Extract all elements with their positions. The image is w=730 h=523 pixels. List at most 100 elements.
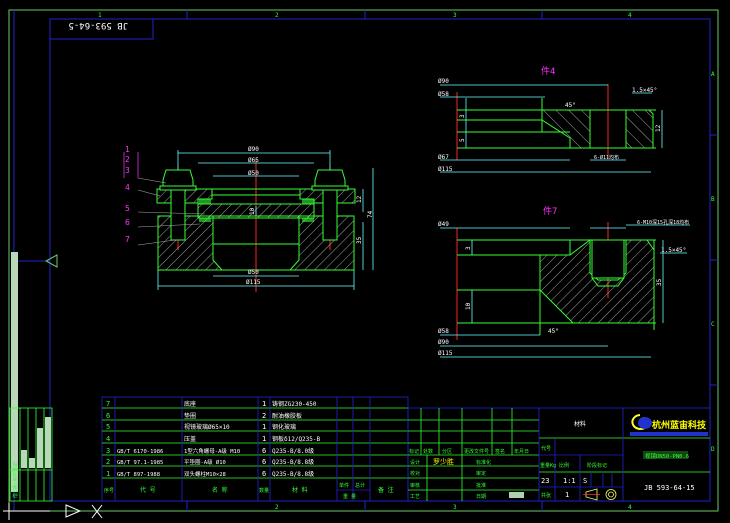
part7-title: 件7 [543,205,557,217]
part7-view [440,222,690,358]
part7-chamfer: 1.5×45° [661,247,686,254]
code-upside-down: JB 593-64-5 [68,20,128,30]
part4-dim-12: 12 [655,124,662,132]
part4-holes: 6-Ø11均布 [594,154,619,161]
balloon-2[interactable]: 2 [125,155,130,164]
svg-text:3: 3 [106,447,110,455]
svg-text:序号: 序号 [104,487,114,494]
stage-label: 阶段标记 [587,462,607,469]
sheet-label: 共张 [541,492,551,499]
scale-label: 比例 [559,462,569,469]
scale-value: 1:1 [563,477,576,485]
svg-text:审定: 审定 [476,470,486,477]
balloon-4[interactable]: 4 [125,183,130,192]
bom-row: 6 垫圈 2 耐油橡胶板 [106,412,302,420]
number-label: 代号 [541,445,551,452]
dim-top-65: Ø65 [248,157,259,164]
balloon-7[interactable]: 7 [125,235,130,244]
svg-text:标准化: 标准化 [476,459,491,466]
svg-text:2: 2 [106,458,110,466]
dim-right-12: 12 [356,195,363,203]
svg-text:审核: 审核 [410,482,420,489]
part7-dim-d90: Ø90 [438,339,449,346]
part7-dim-d49: Ø49 [438,221,449,228]
svg-text:备 注: 备 注 [378,486,394,494]
balloon-3[interactable]: 3 [125,166,130,175]
svg-text:钢化玻璃: 钢化玻璃 [272,423,296,431]
bom-row: 5 视镜玻璃Ø65×10 1 钢化玻璃 [106,423,296,431]
svg-text:6: 6 [262,447,266,455]
svg-text:Q235-B/8.8级: Q235-B/8.8级 [272,458,314,466]
date-stamp [509,492,524,498]
svg-text:压盖: 压盖 [184,435,196,443]
left-strip-text: 借(通)用件登记 [12,462,19,498]
svg-text:1: 1 [262,435,266,443]
svg-text:1: 1 [262,400,266,408]
part7-angle: 45° [548,328,559,335]
dim-right-35: 35 [356,236,363,244]
svg-text:6: 6 [262,470,266,478]
dim-bottom-115: Ø115 [246,279,261,286]
projection-symbol-icon [583,488,617,501]
company-name: 杭州蓝宙科技 [652,419,707,431]
part7-dim-d58: Ø58 [438,328,449,335]
balloon-1[interactable]: 1 [125,145,130,154]
stage-s: S [583,477,587,485]
svg-text:GB/T 97.1-1985: GB/T 97.1-1985 [117,460,163,466]
part7-dim-10: 10 [465,302,472,310]
material-cell: 材料 [574,420,586,428]
svg-text:日期: 日期 [476,494,486,500]
dim-bottom-50: Ø50 [248,269,259,276]
part4-dim-d90: Ø90 [438,78,449,85]
svg-text:1型六角螺母-A级 M10: 1型六角螺母-A级 M10 [184,447,240,455]
dim-center-10: 10 [249,207,256,215]
zone-col-4-bottom: 4 [628,504,632,511]
svg-text:年月日: 年月日 [514,448,529,455]
svg-text:Q235-B/8.8级: Q235-B/8.8级 [272,470,314,478]
svg-text:耐油橡胶板: 耐油橡胶板 [272,412,302,420]
part7-dim-3: 3 [465,246,472,250]
svg-text:总计: 总计 [355,482,365,489]
part4-dim-3: 3 [459,114,466,118]
svg-text:1: 1 [106,470,110,478]
bom-table-grid [101,396,409,502]
svg-text:校对: 校对 [410,470,420,477]
svg-text:代 号: 代 号 [140,486,156,494]
zone-col-3-bottom: 3 [453,504,457,511]
dim-top-90: Ø90 [248,146,259,153]
weight-value: 23 [541,477,549,485]
bom-header-row: 序号 代 号 名 称 数量 材 料 单件 总计 重 量 备 注 [104,482,394,500]
zone-row-a: A [711,71,715,78]
balloon-6[interactable]: 6 [125,218,130,227]
svg-text:分区: 分区 [442,448,452,455]
code-box-top [49,18,154,40]
svg-text:6: 6 [106,412,110,420]
svg-text:材 料: 材 料 [292,486,308,494]
zone-col-4: 4 [628,12,632,19]
orientation-mark-bottom [3,503,103,520]
zone-col-1: 1 [98,12,102,19]
svg-text:双头螺柱M10×28: 双头螺柱M10×28 [184,470,226,478]
zone-row-c: C [711,321,715,328]
weight-label: 重量Kg [540,462,556,469]
svg-text:5: 5 [106,423,110,431]
zone-row-b: B [711,196,715,203]
drawing-name: 视镜DN50-PN0.6 [645,452,689,460]
titleblock-revision-header: 标记 处数 分区 更改文件号 签名 年月日 [409,448,529,455]
svg-text:2: 2 [262,412,266,420]
svg-text:垫圈: 垫圈 [184,412,196,420]
svg-text:更改文件号: 更改文件号 [464,448,489,455]
part7-holes: 6-M10深15孔深18均布 [637,219,689,226]
zone-col-2-bottom: 2 [275,504,279,511]
svg-text:GB/T 897-1988: GB/T 897-1988 [117,472,160,478]
svg-text:底座: 底座 [184,400,196,408]
drawing-code: JB 593-64-15 [644,484,695,492]
bom-row: 2 GB/T 97.1-1985 平垫圈-A级 Ø10 6 Q235-B/8.8… [106,458,314,466]
part7-dim-d115: Ø115 [438,350,453,357]
centering-mark-left [14,254,58,268]
svg-text:名 称: 名 称 [212,486,228,494]
balloon-5[interactable]: 5 [125,204,130,213]
zone-col-2: 2 [275,12,279,19]
dim-top-50: Ø50 [248,170,259,177]
